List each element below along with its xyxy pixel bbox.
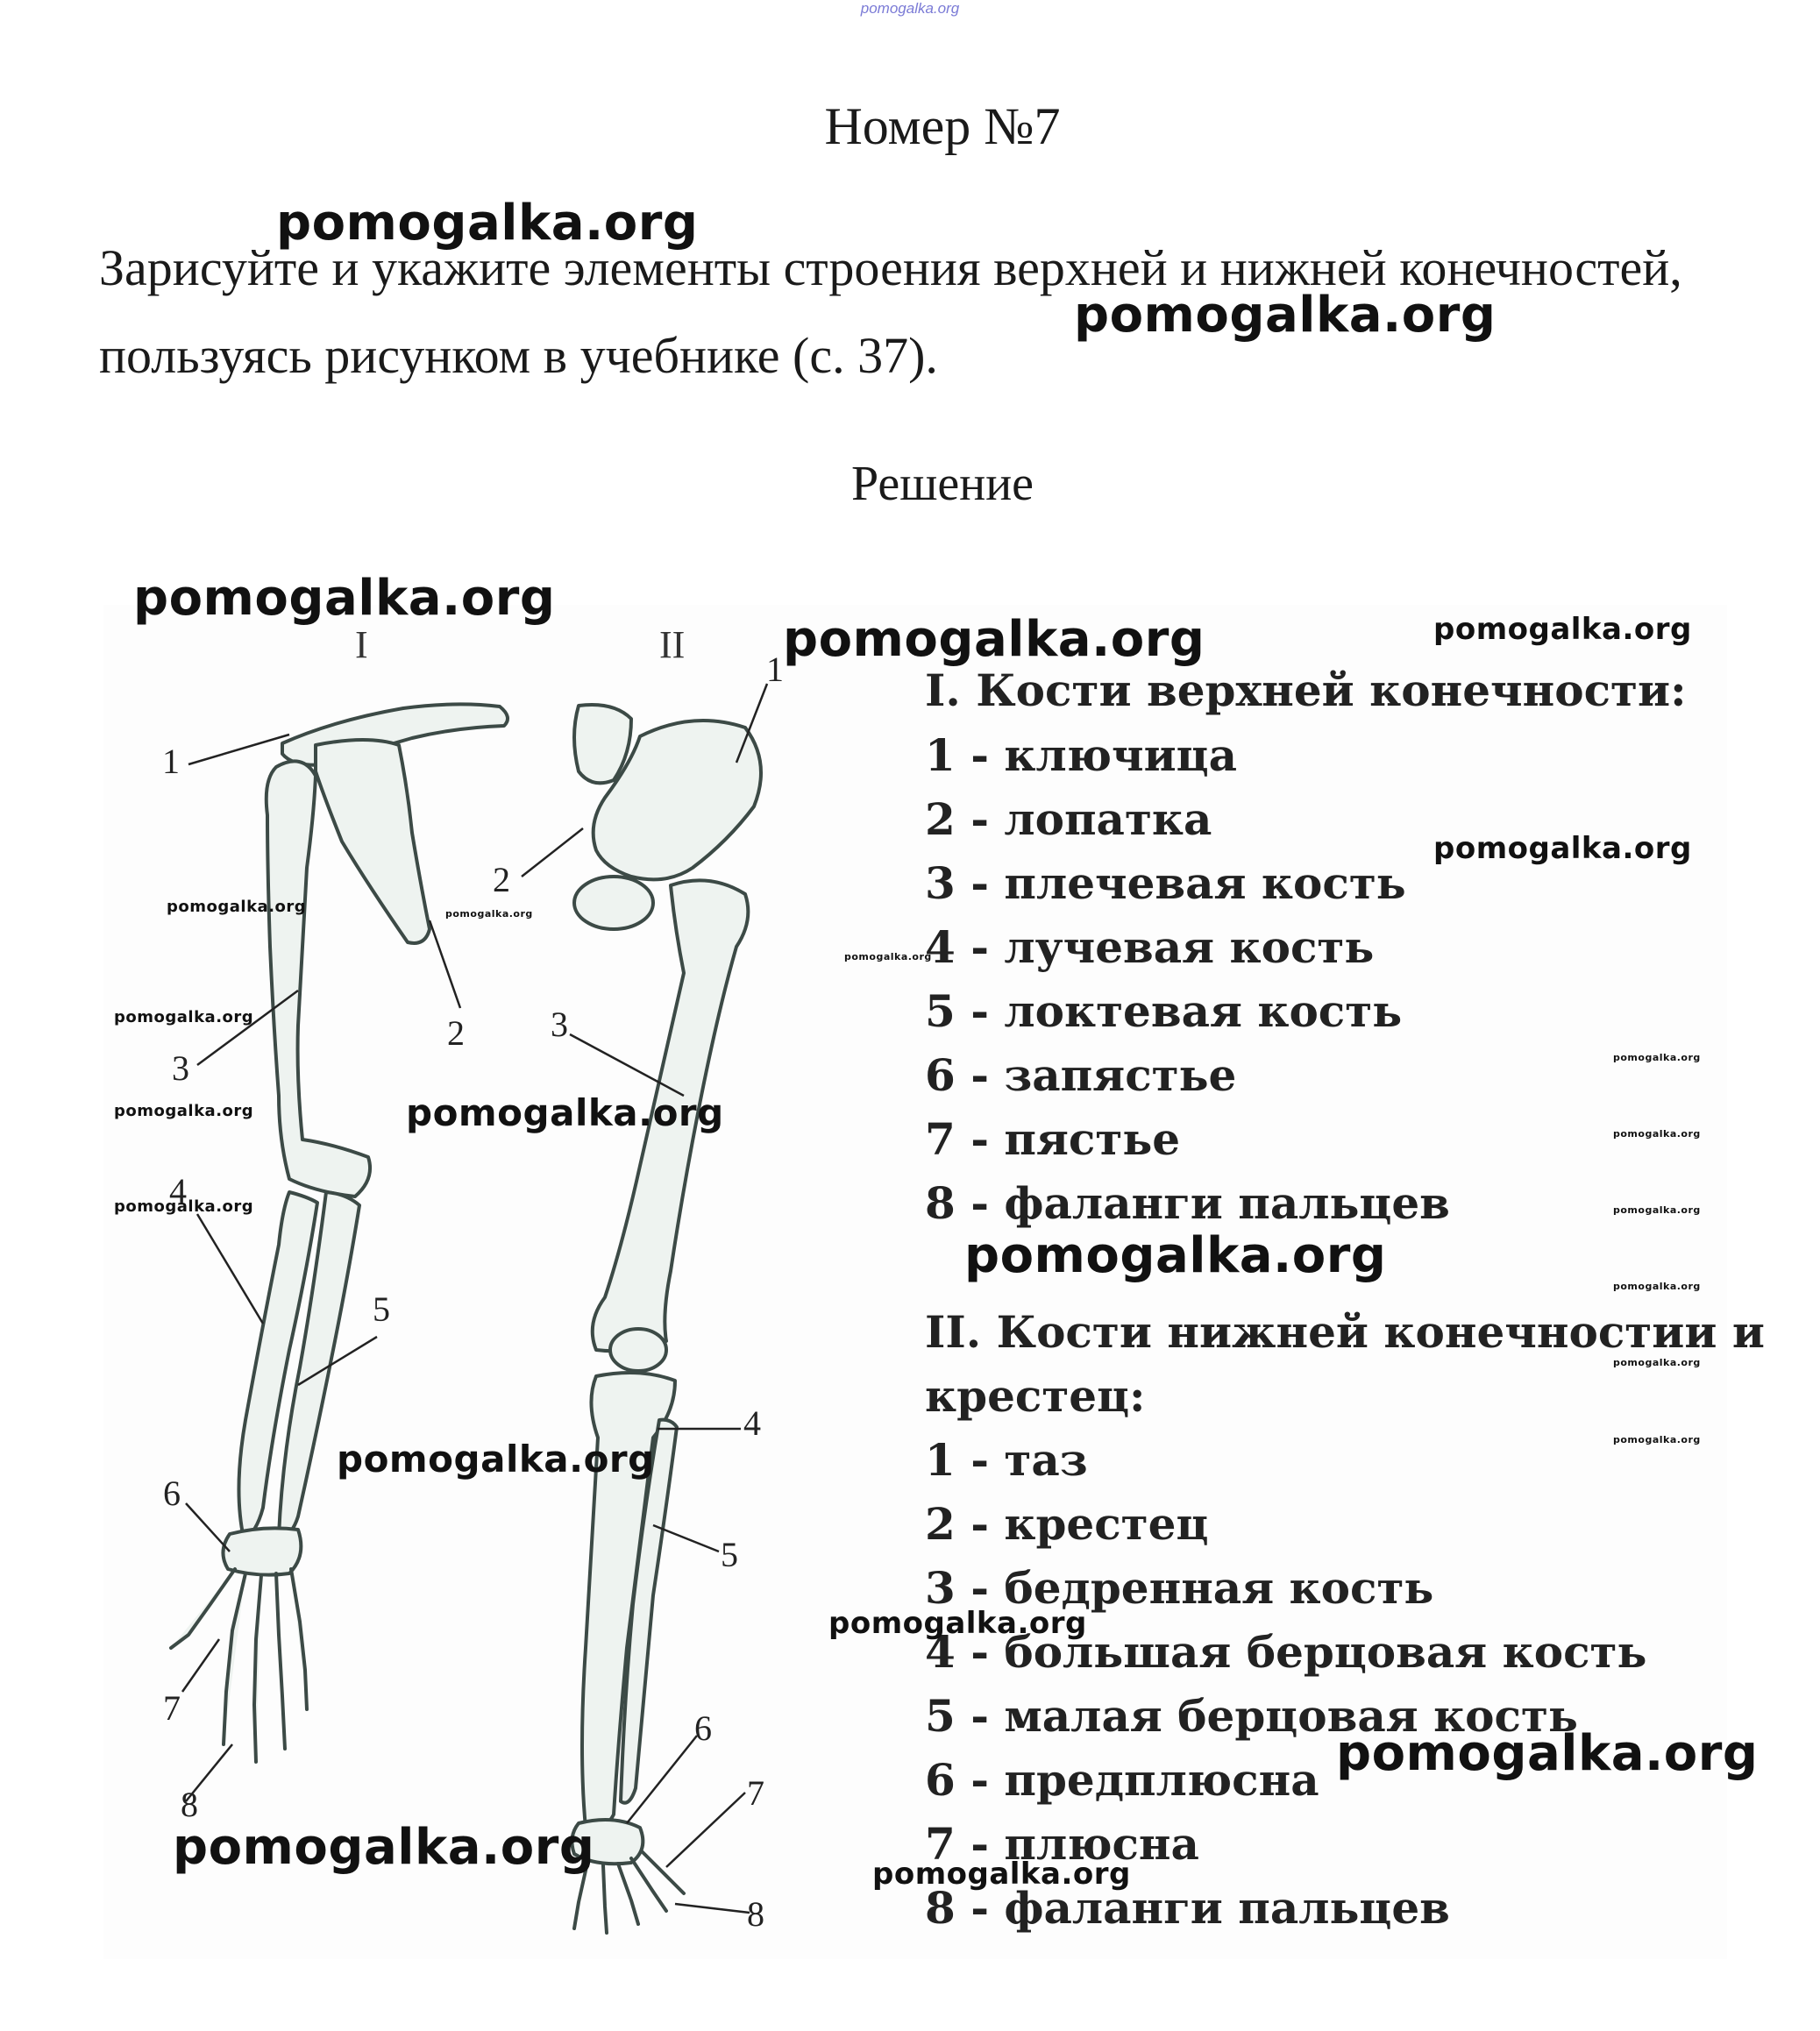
- leg-toe-3: [618, 1864, 638, 1924]
- watermark: pomogalka.org: [872, 1857, 1131, 1892]
- arm-finger-1: [171, 1569, 235, 1648]
- watermark: pomogalka.org: [844, 951, 932, 962]
- leg-label-3: 3: [551, 1004, 568, 1045]
- watermark: pomogalka.org: [1074, 287, 1496, 344]
- watermark: pomogalka.org: [337, 1438, 655, 1481]
- watermark: pomogalka.org: [964, 1227, 1386, 1284]
- arm-label-2: 2: [447, 1012, 465, 1054]
- legend-lower-heading-line-1: II. Кости нижней конечностии и: [925, 1306, 1765, 1358]
- watermark: pomogalka.org: [133, 570, 555, 627]
- legend-lower-heading-line-2: крестец:: [925, 1370, 1146, 1422]
- leg-label-1: 1: [766, 649, 784, 690]
- watermark: pomogalka.org: [406, 1091, 724, 1134]
- arm-label-7: 7: [163, 1687, 181, 1729]
- leg-label-6: 6: [694, 1708, 712, 1749]
- watermark: pomogalka.org: [173, 1819, 594, 1876]
- leg-label-2: 2: [493, 859, 510, 900]
- watermark: pomogalka.org: [1613, 1281, 1701, 1292]
- leg-toe-4: [631, 1858, 666, 1911]
- legend-lower-item: 1 - таз: [925, 1434, 1088, 1486]
- watermark: pomogalka.org: [1613, 1357, 1701, 1368]
- arm-finger-5: [291, 1569, 307, 1709]
- leg-patella-shape: [610, 1329, 666, 1371]
- watermark: pomogalka.org: [114, 1008, 253, 1026]
- watermark: pomogalka.org: [783, 611, 1205, 668]
- watermark: pomogalka.org: [1433, 612, 1692, 647]
- arm-finger-3: [254, 1575, 261, 1762]
- watermark: pomogalka.org: [445, 908, 533, 920]
- arm-label-5: 5: [373, 1289, 390, 1330]
- legend-upper-item: 8 - фаланги пальцев: [925, 1177, 1450, 1229]
- legend-upper-item: 5 - локтевая кость: [925, 985, 1402, 1037]
- legend-lower-item: 6 - предплюсна: [925, 1754, 1319, 1806]
- watermark: pomogalka.org: [167, 898, 306, 916]
- arm-finger-2: [224, 1573, 245, 1744]
- arm-label-3: 3: [172, 1047, 189, 1089]
- leg-label-5: 5: [721, 1534, 738, 1575]
- leg-label-7: 7: [747, 1772, 764, 1814]
- watermark: pomogalka.org: [1613, 1052, 1701, 1063]
- watermark: pomogalka.org: [114, 1102, 253, 1120]
- leg-obturator-ring: [574, 877, 653, 929]
- legend-upper-item: 6 - запястье: [925, 1049, 1236, 1101]
- watermark: pomogalka.org: [1336, 1725, 1758, 1782]
- leg-toe-2: [603, 1865, 607, 1933]
- watermark: pomogalka.org: [114, 1197, 253, 1216]
- arm-scapula-shape: [316, 740, 430, 943]
- legend-upper-item: 3 - плечевая кость: [925, 857, 1406, 909]
- roman-numeral-lower: II: [659, 622, 685, 667]
- legend-upper-item: 4 - лучевая кость: [925, 921, 1374, 973]
- arm-label-1: 1: [162, 741, 180, 782]
- arm-finger-4: [276, 1573, 285, 1749]
- leg-label-4: 4: [743, 1403, 761, 1444]
- watermark: pomogalka.org: [828, 1606, 1087, 1641]
- legend-lower-item: 2 - крестец: [925, 1498, 1208, 1550]
- legend-upper-item: 2 - лопатка: [925, 793, 1212, 845]
- watermark: pomogalka.org: [276, 195, 698, 252]
- watermark: pomogalka.org: [1613, 1128, 1701, 1140]
- watermark: pomogalka.org: [1613, 1204, 1701, 1216]
- watermark: pomogalka.org: [1613, 1434, 1701, 1445]
- arm-label-6: 6: [163, 1473, 181, 1514]
- legend-upper-heading: I. Кости верхней конечности:: [925, 664, 1687, 716]
- watermark: pomogalka.org: [1433, 831, 1692, 866]
- roman-numeral-upper: I: [355, 622, 368, 667]
- leg-label-8: 8: [747, 1893, 764, 1935]
- legend-upper-item: 7 - пястье: [925, 1113, 1180, 1165]
- legend-upper-item: 1 - ключица: [925, 729, 1237, 781]
